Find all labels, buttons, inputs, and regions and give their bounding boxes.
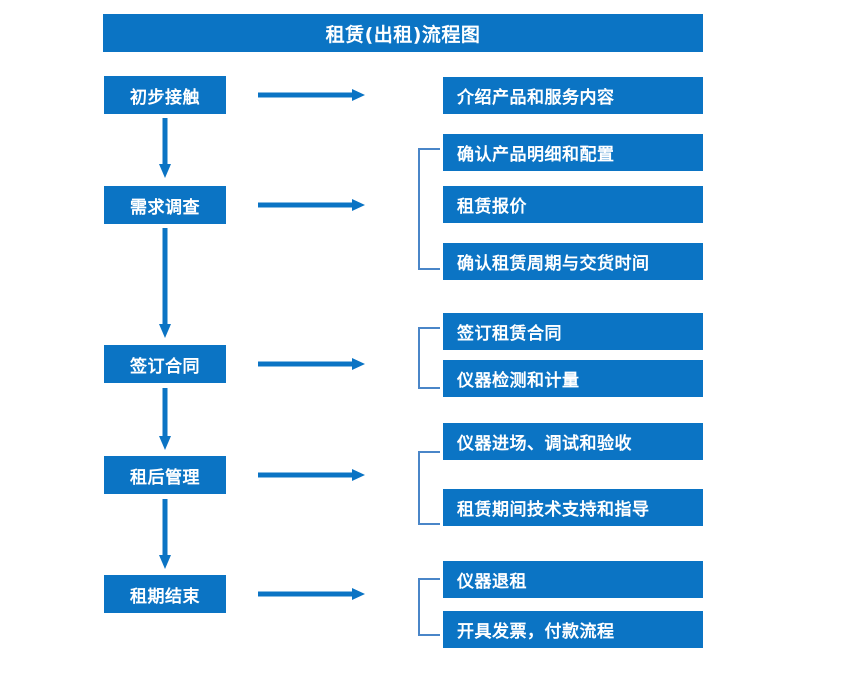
arrow-down-icon — [159, 118, 171, 178]
stage-box-post-rental-management[interactable]: 租后管理 — [104, 456, 226, 494]
stage-box-sign-contract[interactable]: 签订合同 — [104, 345, 226, 383]
group-bracket-icon-rental-end — [418, 578, 440, 636]
arrow-right-icon — [258, 89, 365, 101]
detail-box-technical-support[interactable]: 租赁期间技术支持和指导 — [443, 489, 703, 526]
stage-box-initial-contact[interactable]: 初步接触 — [104, 76, 226, 114]
detail-box-rental-quote[interactable]: 租赁报价 — [443, 186, 703, 223]
arrow-right-icon — [258, 588, 365, 600]
arrow-down-icon — [159, 388, 171, 450]
detail-box-invoice-payment[interactable]: 开具发票，付款流程 — [443, 611, 703, 648]
page-title: 租赁(出租)流程图 — [103, 14, 703, 52]
group-bracket-icon-post-rental — [418, 451, 440, 525]
detail-box-instrument-return[interactable]: 仪器退租 — [443, 561, 703, 598]
arrow-right-icon — [258, 469, 365, 481]
detail-box-confirm-period-delivery[interactable]: 确认租赁周期与交货时间 — [443, 243, 703, 280]
detail-box-confirm-product-spec[interactable]: 确认产品明细和配置 — [443, 134, 703, 171]
group-bracket-icon-sign-contract — [418, 327, 440, 389]
arrow-right-icon — [258, 358, 365, 370]
stage-box-rental-end[interactable]: 租期结束 — [104, 575, 226, 613]
stage-box-needs-survey[interactable]: 需求调查 — [104, 186, 226, 224]
detail-box-instrument-onsite-commission[interactable]: 仪器进场、调试和验收 — [443, 423, 703, 460]
arrow-right-icon — [258, 199, 365, 211]
arrow-down-icon — [159, 499, 171, 569]
detail-box-sign-rental-contract[interactable]: 签订租赁合同 — [443, 313, 703, 350]
detail-box-introduce-products[interactable]: 介绍产品和服务内容 — [443, 77, 703, 114]
arrow-down-icon — [159, 228, 171, 338]
detail-box-instrument-inspection[interactable]: 仪器检测和计量 — [443, 360, 703, 397]
group-bracket-icon-needs-survey — [418, 148, 440, 270]
